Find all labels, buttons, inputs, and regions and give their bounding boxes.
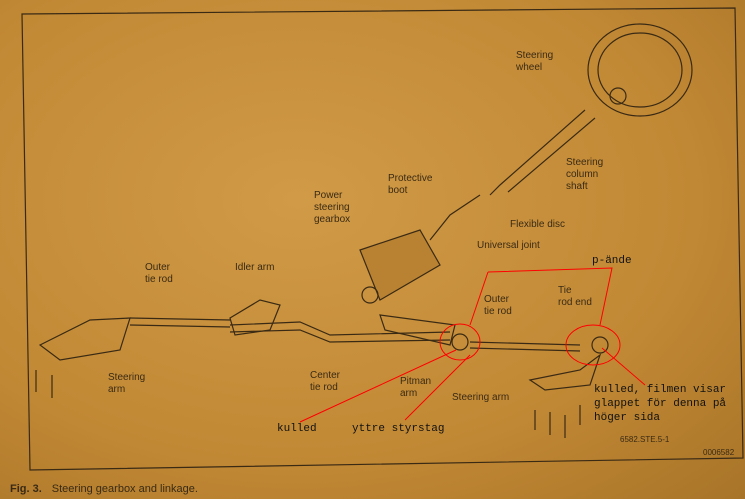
steering-arm-right <box>528 353 602 391</box>
figure-number: Fig. 3. <box>10 483 42 495</box>
annotation-p-ande: p-ände <box>592 255 632 267</box>
annotation-kulled: kulled <box>277 423 317 435</box>
steering-column <box>489 109 596 196</box>
idler-arm <box>229 299 281 336</box>
label-line: arm <box>108 384 126 395</box>
label-line: Center <box>310 370 341 381</box>
outer-tie-rod-left <box>129 317 231 328</box>
annotation-kulled-note: kulled, filmen visar glappet för denna på… <box>594 383 726 425</box>
label-line: Outer <box>145 262 171 273</box>
figure-frame <box>21 7 744 471</box>
center-tie-rod <box>229 321 451 343</box>
label-line: tie rod <box>310 382 338 393</box>
label-line: tie rod <box>145 274 173 285</box>
label-flexible-disc: Flexible disc <box>510 219 566 230</box>
label-line: tie rod <box>484 306 512 317</box>
label-line: Protective <box>388 173 433 184</box>
label-line: gearbox <box>314 214 351 225</box>
note-line: kulled, filmen visar <box>594 384 727 396</box>
figure-caption: Fig. 3. Steering gearbox and linkage. <box>10 483 198 495</box>
label-line: Steering <box>516 50 554 61</box>
outer-tie-rod-right <box>469 341 581 352</box>
gearbox <box>359 229 441 301</box>
label-steering-arm-right: Steering arm <box>452 392 510 403</box>
label-line: column <box>566 169 599 180</box>
figure-code: 6582.STE.5-1 <box>620 435 670 444</box>
label-universal-joint: Universal joint <box>477 240 540 251</box>
annotation-lines <box>299 267 646 423</box>
label-line: wheel <box>516 62 543 73</box>
label-line: arm <box>400 388 418 399</box>
label-line: boot <box>388 185 408 196</box>
steering-wheel <box>587 23 693 117</box>
label-line: rod end <box>558 297 592 308</box>
label-line: Tie <box>558 285 572 296</box>
annotation-yttre-styrstag: yttre styrstag <box>352 423 445 435</box>
label-line: steering <box>314 202 350 213</box>
label-line: Pitman <box>400 376 432 387</box>
universal-joint-shaft <box>429 194 481 241</box>
label-line: Outer <box>484 294 510 305</box>
label-line: Steering <box>108 372 146 383</box>
note-line: höger sida <box>594 412 661 424</box>
note-line: glappet för denna på <box>594 398 727 410</box>
label-line: shaft <box>566 181 588 192</box>
label-line: Power <box>314 190 343 201</box>
steering-arm-left <box>38 317 131 361</box>
label-idler-arm: Idler arm <box>235 262 275 273</box>
pitman-arm <box>379 314 456 346</box>
figure-id: 0006582 <box>703 448 735 457</box>
label-line: Steering <box>566 157 604 168</box>
caption-text: Steering gearbox and linkage. <box>51 483 198 495</box>
